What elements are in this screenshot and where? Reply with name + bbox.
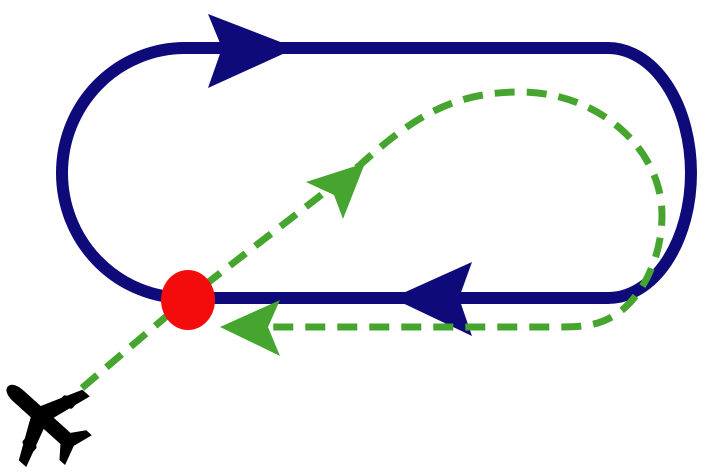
holding-racetrack bbox=[56, 42, 697, 304]
entry-path-dashed bbox=[79, 88, 666, 391]
holding-fix-marker bbox=[161, 270, 215, 330]
entry-path-arrow-inbound bbox=[220, 300, 280, 356]
airplane-icon bbox=[6, 384, 92, 468]
racetrack-arrow-outbound bbox=[208, 14, 296, 88]
racetrack-arrow-inbound bbox=[392, 262, 472, 336]
entry-path-arrow-diagonal bbox=[306, 163, 365, 219]
